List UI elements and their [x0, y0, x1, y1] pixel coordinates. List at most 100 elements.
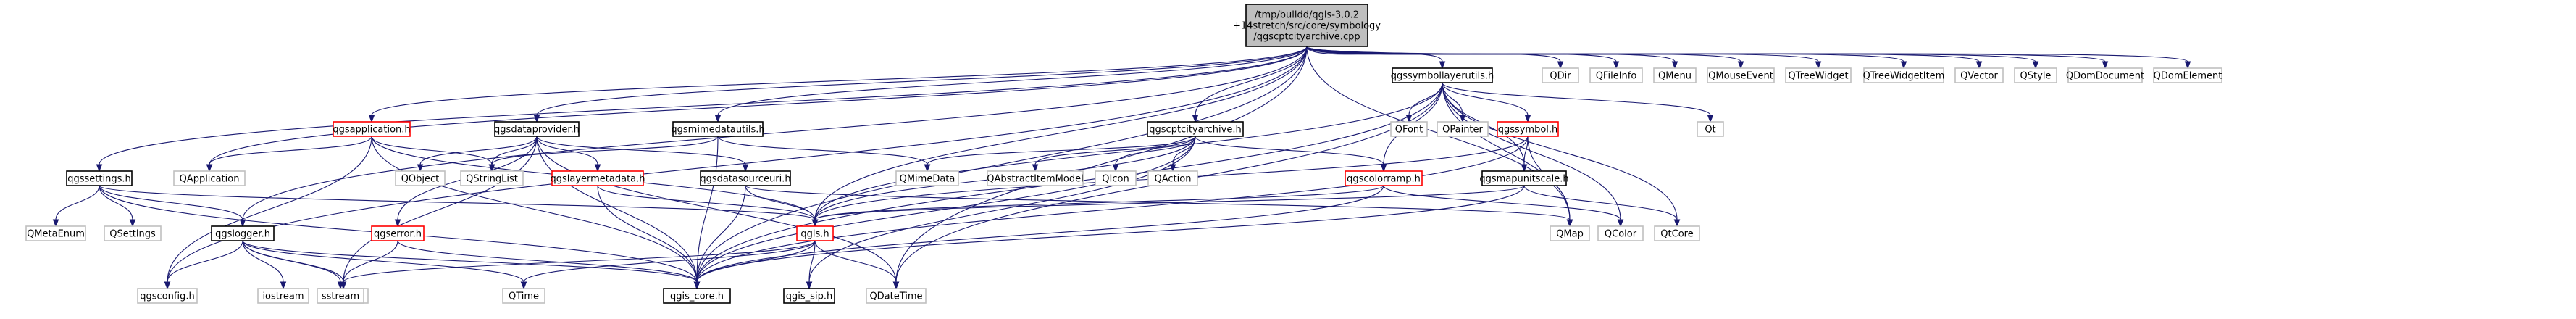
edge-qgis-to-qgis-sip [806, 240, 816, 290]
node-label: /qgscptcityarchive.cpp [1253, 32, 1360, 43]
node-box [1095, 170, 1137, 186]
node-qgssettings[interactable]: qgssettings.h [66, 170, 133, 186]
node-box [672, 121, 764, 137]
node-box [1345, 170, 1423, 186]
node-label: qgscolorramp.h [1347, 174, 1421, 185]
node-box [1147, 121, 1244, 137]
node-box [211, 225, 275, 241]
node-label: QMimeData [900, 174, 955, 185]
node-label: qgssymbol.h [1498, 125, 1558, 136]
node-label: QFont [1395, 125, 1423, 136]
node-qgssymbollayerutils[interactable]: qgssymbollayerutils.h [1391, 67, 1494, 83]
node-qgsapplication[interactable]: qgsapplication.h [333, 121, 411, 137]
node-label: qgsconfig.h [140, 291, 194, 302]
node-box [783, 288, 835, 304]
node-qpainter: QPainter [1437, 121, 1489, 137]
node-label: qgis_core.h [670, 291, 724, 302]
node-label: QMouseEvent [1708, 71, 1773, 82]
edge-qgsdataprovider-to-qdatetime [536, 136, 900, 290]
node-label: /tmp/buildd/qgis-3.0.2 [1255, 10, 1359, 21]
node-box [502, 288, 545, 304]
node-qtcore: QtCore [1654, 225, 1700, 241]
edge-root-to-qfileinfo [1306, 46, 1620, 70]
node-label: qgssymbollayerutils.h [1391, 71, 1494, 82]
node-label: QObject [401, 174, 440, 185]
edge-root-to-qstyle [1306, 46, 2039, 70]
edge-qgssettings-to-qsettings [99, 185, 136, 228]
node-box [1589, 67, 1643, 83]
node-box [2014, 67, 2057, 83]
node-label: QMap [1556, 229, 1584, 240]
edge-qgis-to-qgis-core [693, 240, 816, 290]
edge-qgssymbollayerutils-to-qgssymbol [1442, 82, 1531, 123]
node-label: qgsdatasourceuri.h [700, 174, 790, 185]
node-qgsmapunitscale[interactable]: qgsmapunitscale.h [1479, 170, 1569, 186]
edge-qgsdataprovider-to-qobject [417, 136, 538, 173]
node-qtime: QTime [502, 288, 545, 304]
node-box [1542, 67, 1579, 83]
node-box [137, 288, 198, 304]
node-qgsmimedatautils[interactable]: qgsmimedatautils.h [671, 121, 765, 137]
node-qgis[interactable]: qgis.h [796, 225, 834, 241]
node-qgssymbol[interactable]: qgssymbol.h [1497, 121, 1559, 137]
node-qgscolorramp[interactable]: qgscolorramp.h [1345, 170, 1423, 186]
node-box [551, 170, 644, 186]
node-qgis-core[interactable]: qgis_core.h [663, 288, 731, 304]
node-box [866, 288, 927, 304]
node-qgslogger[interactable]: qgslogger.h [211, 225, 275, 241]
edge-qgslogger-to-qtime [242, 240, 527, 290]
node-box [1497, 121, 1559, 137]
edge-root-to-qgsmimedatautils [714, 46, 1308, 123]
node-label: qgsmimedatautils.h [671, 125, 764, 136]
node-box [257, 288, 309, 304]
node-box [796, 225, 834, 241]
node-label: QFileInfo [1596, 71, 1637, 82]
node-label: QDateTime [869, 291, 922, 302]
node-label: qgsapplication.h [333, 125, 410, 136]
node-label: QApplication [180, 174, 240, 185]
edge-qgssettings-to-qmetaenum [52, 185, 100, 228]
node-qcolor: QColor [1597, 225, 1644, 241]
node-label: QColor [1605, 229, 1637, 240]
node-label: QTreeWidgetItem [1863, 71, 1945, 82]
node-box [2067, 67, 2143, 83]
edge-qgis-to-qdatetime [814, 240, 900, 290]
node-box [1653, 67, 1697, 83]
edge-root-to-qgsdataprovider [533, 46, 1308, 123]
edge-qgis-to-qstring [340, 240, 816, 290]
node-label: qgslogger.h [215, 229, 270, 240]
node-qt: Qt [1697, 121, 1724, 137]
node-label: qgserror.h [374, 229, 422, 240]
node-label: +14stretch/src/core/symbology [1233, 21, 1381, 32]
edge-root-to-qgssymbollayerutils [1306, 46, 1446, 70]
node-qgserror[interactable]: qgserror.h [371, 225, 425, 241]
node-qgis-sip[interactable]: qgis_sip.h [783, 288, 835, 304]
node-qicon: QIcon [1095, 170, 1137, 186]
node-box [66, 170, 133, 186]
edge-qgsdatasourceuri-to-qgis [745, 185, 819, 228]
node-label: qgis_sip.h [786, 291, 832, 302]
node-label: QStyle [2020, 71, 2052, 82]
node-qfont: QFont [1390, 121, 1428, 137]
edge-root-to-qdir [1306, 46, 1564, 70]
node-box [1707, 67, 1775, 83]
node-qdatetime: QDateTime [866, 288, 927, 304]
node-qgslayermetadata[interactable]: qgslayermetadata.h [550, 170, 645, 186]
node-box [333, 121, 411, 137]
node-box [1863, 67, 1944, 83]
node-label: QSettings [109, 229, 156, 240]
node-box [1390, 121, 1428, 137]
edge-qgslogger-to-qgsconfig [164, 240, 243, 290]
node-qaction: QAction [1147, 170, 1198, 186]
node-qdomdocument: QDomDocument [2066, 67, 2144, 83]
node-box [1245, 4, 1368, 47]
edge-root-to-qdomelement [1306, 46, 2191, 70]
node-iostream: iostream [257, 288, 309, 304]
node-label: iostream [262, 291, 304, 302]
node-qgsdatasourceuri[interactable]: qgsdatasourceuri.h [700, 170, 791, 186]
node-qgscptcityarchive[interactable]: qgscptcityarchive.h [1147, 121, 1244, 137]
edge-qgserror-to-qgis-core [397, 240, 701, 290]
edge-qgsapplication-to-qgsconfig [164, 136, 372, 290]
node-qgsdataprovider[interactable]: qgsdataprovider.h [494, 121, 580, 137]
node-box [25, 225, 86, 241]
